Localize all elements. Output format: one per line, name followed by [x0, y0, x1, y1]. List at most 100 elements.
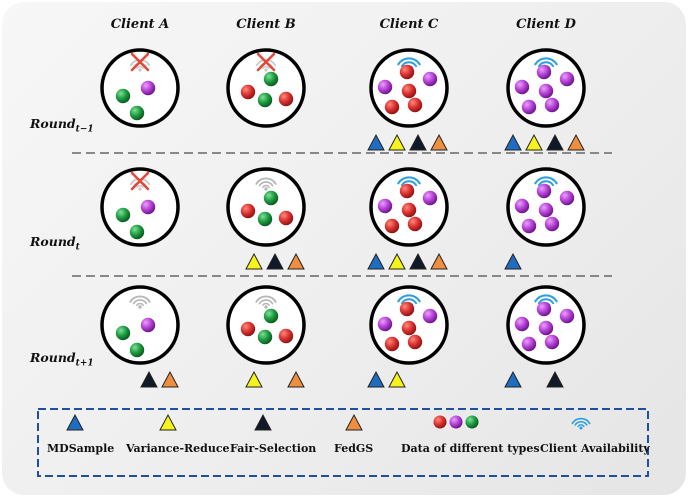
selection-marker-variance-reduce — [388, 252, 406, 270]
selection-marker-variance-reduce — [245, 252, 263, 270]
data-sample-purple — [559, 308, 575, 324]
selection-marker-fedgs — [430, 133, 448, 151]
client-label-a: Client A — [110, 17, 170, 32]
data-sample-red — [278, 91, 294, 107]
legend-box — [37, 408, 649, 477]
data-sample-purple — [521, 218, 537, 234]
data-sample-purple — [538, 202, 554, 218]
legend-icon-fair-selection — [254, 413, 272, 431]
data-sample-green — [257, 92, 273, 108]
data-sample-red — [384, 218, 400, 234]
data-sample-red — [240, 321, 256, 337]
client-node — [367, 48, 449, 151]
legend-label-mdsample: MDSample — [47, 442, 115, 455]
unavailable-icon — [129, 171, 151, 191]
client-label-d: Client D — [516, 17, 576, 32]
client-node — [226, 285, 306, 388]
selection-marker-fair-selection — [546, 133, 564, 151]
data-sample-purple — [536, 64, 552, 80]
selection-marker-mdsample — [367, 133, 385, 151]
selection-marker-fedgs — [287, 252, 305, 270]
client-label-b: Client B — [236, 17, 296, 32]
data-sample-green — [263, 71, 279, 87]
client-circle — [226, 48, 306, 128]
selection-marker-mdsample — [504, 133, 522, 151]
data-sample-green — [129, 105, 145, 121]
legend-label-fedgs: FedGS — [334, 442, 374, 455]
data-sample-purple — [422, 190, 438, 206]
data-sample-green — [115, 88, 131, 104]
client-node — [100, 48, 180, 128]
client-node — [100, 167, 180, 247]
data-sample-red — [240, 203, 256, 219]
data-sample-purple — [544, 334, 560, 350]
wifi-icon — [255, 177, 277, 191]
selection-marker-fair-selection — [140, 370, 158, 388]
data-sample-red — [407, 216, 423, 232]
round-label-subscript: t — [75, 242, 80, 253]
legend-label-fair-selection: Fair-Selection — [230, 442, 317, 455]
client-circle — [226, 167, 306, 247]
data-sample-purple — [514, 316, 530, 332]
selection-marker-mdsample — [367, 370, 385, 388]
data-sample-purple — [377, 79, 393, 95]
selection-marker-variance-reduce — [245, 370, 263, 388]
wifi-icon — [129, 295, 151, 309]
unavailable-icon — [255, 52, 277, 72]
selection-marker-variance-reduce — [525, 133, 543, 151]
legend-icon-availability — [571, 417, 591, 430]
round-label-subscript: t+1 — [75, 358, 94, 369]
data-sample-green — [129, 342, 145, 358]
data-sample-red — [278, 210, 294, 226]
selection-marker-fedgs — [567, 133, 585, 151]
data-sample-green — [263, 308, 279, 324]
unavailable-icon — [129, 52, 151, 72]
data-sample-red — [240, 84, 256, 100]
selection-marker-variance-reduce — [388, 133, 406, 151]
legend-label-data-types: Data of different types — [401, 442, 540, 455]
selection-marker-fedgs — [430, 252, 448, 270]
legend-label-variance-reduce: Variance-Reduce — [126, 442, 230, 455]
client-label-c: Client C — [379, 17, 439, 32]
data-sample-purple — [538, 83, 554, 99]
data-sample-purple — [422, 308, 438, 324]
data-sample-red — [384, 99, 400, 115]
round-label-t-minus-1: Roundt−1 — [30, 116, 94, 135]
client-node — [504, 48, 586, 151]
data-sample-green — [115, 207, 131, 223]
legend-icon-variance-reduce — [159, 413, 177, 431]
client-node — [367, 285, 449, 388]
data-sample-green — [465, 415, 479, 429]
data-sample-red — [399, 183, 415, 199]
selection-marker-fedgs — [161, 370, 179, 388]
selection-marker-mdsample — [504, 252, 522, 270]
data-sample-red — [278, 328, 294, 344]
data-sample-purple — [377, 198, 393, 214]
client-node — [100, 285, 180, 388]
data-sample-green — [257, 211, 273, 227]
round-label-subscript: t−1 — [75, 124, 94, 135]
data-sample-purple — [544, 97, 560, 113]
round-label-base: Round — [30, 234, 76, 249]
data-sample-green — [257, 329, 273, 345]
data-sample-red — [384, 336, 400, 352]
data-sample-purple — [521, 99, 537, 115]
data-sample-purple — [514, 79, 530, 95]
client-circle — [100, 48, 180, 128]
data-sample-purple — [536, 301, 552, 317]
round-label-t: Roundt — [30, 234, 80, 253]
data-sample-purple — [140, 317, 156, 333]
round-label-base: Round — [30, 350, 76, 365]
data-sample-red — [407, 97, 423, 113]
data-sample-red — [407, 334, 423, 350]
round-label-base: Round — [30, 116, 76, 131]
data-sample-purple — [422, 71, 438, 87]
client-node — [367, 167, 449, 270]
data-sample-purple — [140, 199, 156, 215]
legend-icon-data-types — [433, 415, 479, 429]
data-sample-purple — [544, 216, 560, 232]
selection-marker-fedgs — [287, 370, 305, 388]
legend-icon-fedgs — [345, 413, 363, 431]
client-circle — [100, 167, 180, 247]
